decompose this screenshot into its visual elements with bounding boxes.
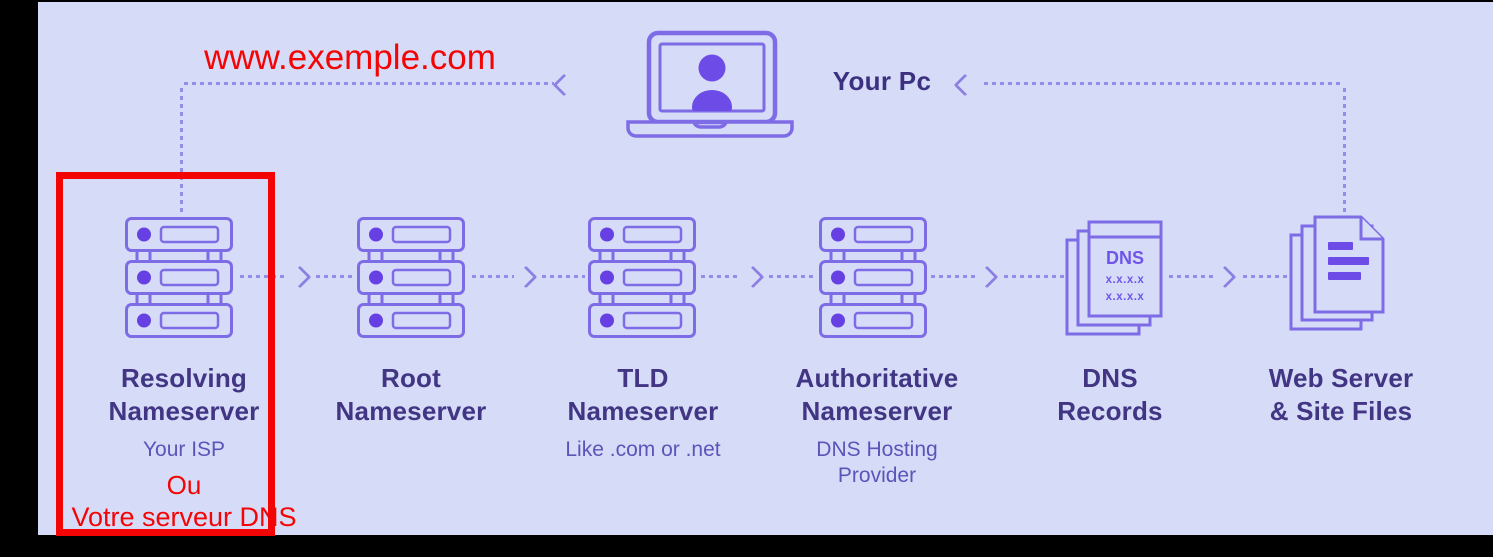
pc-label: Your Pc [832, 66, 932, 96]
node-title-line: & Site Files [1269, 396, 1413, 426]
node-subtitle: DNS Hosting [816, 438, 938, 461]
rack-server-icon-tld [588, 217, 696, 338]
dns-card-row: x.x.x.x [1106, 291, 1145, 303]
dns-records-icon: DNS x.x.x.x x.x.x.x [1065, 220, 1163, 336]
user-icon [692, 54, 732, 111]
annotation-alt-server-text: Votre serveur DNS [71, 502, 297, 532]
flow-line [542, 275, 585, 278]
node-title-line: Web Server [1268, 363, 1414, 393]
flow-line [1169, 275, 1214, 278]
node-label-web-server: Web Server & Site Files [1269, 362, 1414, 428]
query-path-line-vertical [180, 88, 183, 214]
node-title-line: TLD [617, 363, 669, 393]
flow-line [240, 275, 288, 278]
arrow-right-icon [288, 265, 312, 289]
letterbox-bar-bottom [0, 535, 1493, 557]
response-path-line-vertical [1343, 88, 1346, 214]
flow-line [472, 275, 514, 278]
arrow-right-icon [1213, 265, 1237, 289]
arrow-left-icon [552, 73, 576, 97]
node-title-line: Root [380, 363, 441, 393]
node-title-line: Nameserver [567, 396, 719, 426]
flow-line [701, 275, 741, 278]
laptop-icon [626, 30, 794, 138]
node-subtitle: Provider [837, 464, 917, 487]
annotation-highlight-box [56, 172, 275, 536]
flow-line [769, 275, 815, 278]
node-title-line: Nameserver [108, 396, 260, 426]
arrow-right-icon [514, 265, 538, 289]
flow-line [316, 275, 352, 278]
annotation-or-text: Ou [166, 470, 202, 500]
node-subtitle: Your ISP [142, 438, 226, 461]
node-label-resolving: Resolving Nameserver Your ISP Ou Votre s… [71, 362, 296, 533]
dns-card-row: x.x.x.x [1106, 274, 1145, 286]
dns-card-title: DNS [1106, 248, 1144, 268]
flow-line [931, 275, 976, 278]
response-path-line-horizontal [984, 82, 1344, 85]
arrow-left-icon [953, 73, 977, 97]
flow-line [1243, 275, 1289, 278]
arrow-right-icon [741, 265, 765, 289]
node-title-line: Nameserver [801, 396, 953, 426]
flow-line [1004, 275, 1064, 278]
node-label-authoritative: Authoritative Nameserver DNS Hosting Pro… [796, 362, 959, 489]
rack-server-icon-root [357, 217, 465, 338]
node-label-dns-records: DNS Records [1057, 362, 1162, 428]
node-title-line: DNS [1082, 363, 1138, 393]
node-title-line: Records [1057, 396, 1163, 426]
node-label-root: Root Nameserver [336, 362, 487, 428]
document-text-lines [1328, 242, 1369, 280]
annotation-url-text: www.exemple.com [204, 38, 496, 77]
query-path-line-horizontal [184, 82, 554, 85]
node-label-tld: TLD Nameserver Like .com or .net [565, 362, 720, 463]
node-title-line: Resolving [120, 363, 248, 393]
rack-server-icon-authoritative [819, 217, 927, 338]
arrow-right-icon [975, 265, 999, 289]
node-title-line: Authoritative [795, 363, 959, 393]
site-files-icon [1289, 215, 1385, 331]
node-subtitle: Like .com or .net [565, 438, 721, 461]
letterbox-bar-top [0, 0, 1493, 2]
letterbox-bar-left [0, 0, 38, 557]
node-title-line: Nameserver [335, 396, 487, 426]
